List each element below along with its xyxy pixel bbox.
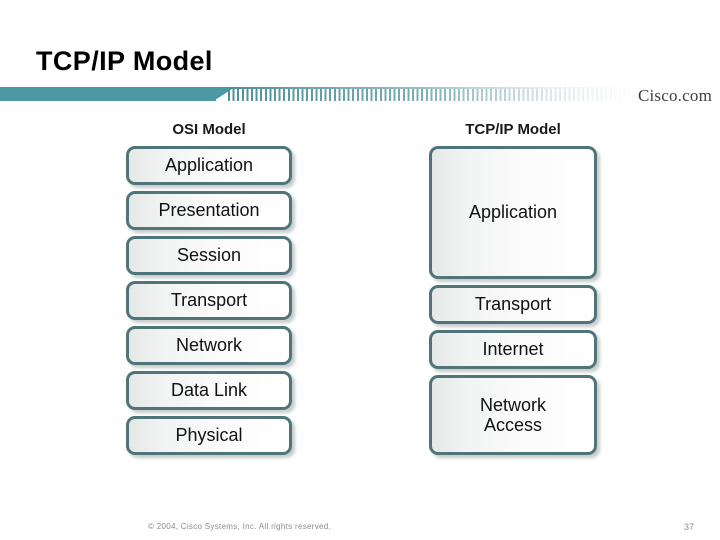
tcpip-layer-label: Network Access bbox=[479, 394, 546, 435]
tcpip-layer-label: Transport bbox=[474, 294, 552, 315]
osi-layer-label: Transport bbox=[170, 290, 248, 311]
osi-layer-box[interactable]: Presentation bbox=[126, 191, 292, 230]
cisco-brand-wordmark: Cisco.com bbox=[637, 86, 712, 105]
footer-page-number: 37 bbox=[684, 522, 695, 532]
osi-layer-box[interactable]: Physical bbox=[126, 416, 292, 455]
header-accent-bar-fade bbox=[228, 87, 720, 101]
tcpip-layer-box[interactable]: Internet bbox=[429, 330, 597, 369]
osi-model-column-title: OSI Model bbox=[172, 121, 246, 138]
osi-layer-box[interactable]: Session bbox=[126, 236, 292, 275]
tcpip-layer-box[interactable]: Transport bbox=[429, 285, 597, 324]
page-title: TCP/IP Model bbox=[36, 46, 213, 76]
tcpip-layer-box[interactable]: Network Access bbox=[429, 375, 597, 455]
tcpip-layer-label: Application bbox=[468, 202, 558, 223]
osi-layer-box[interactable]: Data Link bbox=[126, 371, 292, 410]
osi-layer-box[interactable]: Transport bbox=[126, 281, 292, 320]
tcpip-layer-label: Internet bbox=[482, 339, 544, 360]
header-accent-bar-solid bbox=[0, 87, 216, 101]
tcpip-layer-box[interactable]: Application bbox=[429, 146, 597, 279]
osi-layer-box[interactable]: Network bbox=[126, 326, 292, 365]
osi-layer-label: Data Link bbox=[170, 380, 248, 401]
osi-layer-label: Physical bbox=[175, 425, 243, 446]
header-accent-bar bbox=[0, 87, 720, 101]
osi-layer-box[interactable]: Application bbox=[126, 146, 292, 185]
osi-layer-label: Network bbox=[175, 335, 242, 356]
footer-copyright: © 2004, Cisco Systems, Inc. All rights r… bbox=[148, 522, 332, 531]
osi-layer-label: Presentation bbox=[158, 200, 260, 221]
osi-layer-label: Application bbox=[164, 155, 254, 176]
tcpip-model-column-title: TCP/IP Model bbox=[465, 121, 561, 138]
osi-layer-label: Session bbox=[176, 245, 242, 266]
